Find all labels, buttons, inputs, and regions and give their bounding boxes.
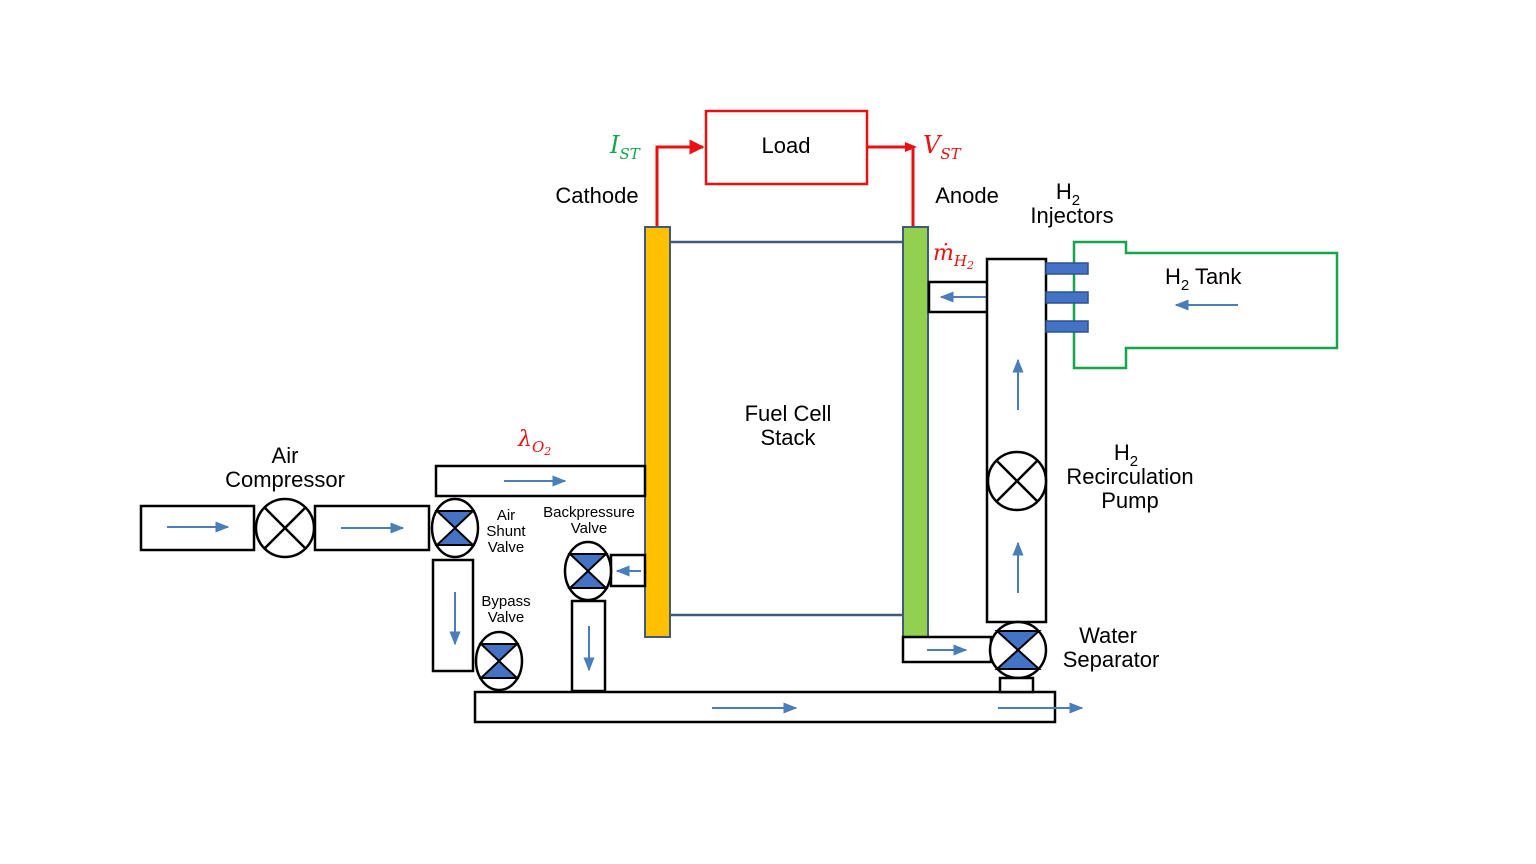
stack-label-line1: Fuel Cell — [745, 401, 832, 426]
current-wire — [655, 139, 705, 226]
h2-flow-label: ṁH2 — [933, 241, 974, 272]
bypass-valve-label-line1: Bypass — [481, 593, 530, 610]
anode-recirculation: H2 Recirculation Pump Water Separator — [901, 257, 1194, 694]
h2-injectors-label-line1: H2 — [1056, 179, 1080, 209]
recirculation-pump-label-line3: Pump — [1101, 488, 1158, 513]
stack-label-line2: Stack — [760, 425, 816, 450]
cathode-exhaust: Backpressure Valve — [543, 504, 647, 693]
voltage-label: VST — [923, 131, 962, 163]
electrical-circuit: Load IST VST — [609, 109, 962, 226]
h2-injectors-label-line2: Injectors — [1030, 203, 1113, 228]
anode-label: Anode — [935, 183, 999, 208]
air-compressor-label-line1: Air — [272, 443, 299, 468]
water-separator-label-line2: Separator — [1063, 647, 1160, 672]
load-label: Load — [762, 133, 811, 158]
air-shunt-valve-label-line1: Air — [497, 507, 515, 524]
hydrogen-supply: H2 Tank H2 Injectors — [1030, 179, 1339, 370]
h2-injector — [1045, 291, 1089, 304]
bypass-pipe — [431, 558, 475, 673]
exhaust-line — [473, 690, 1084, 724]
backpressure-valve-icon — [563, 540, 613, 602]
air-shunt-valve-label-line2: Shunt — [486, 523, 526, 540]
bypass-valve-label-line2: Valve — [488, 609, 524, 626]
oxygen-ratio-label: λO2 — [517, 427, 551, 458]
air-supply: Air Compressor λO2 Air Shunt Valve Bypas… — [139, 427, 647, 692]
recirculation-pump-label-line2: Recirculation — [1066, 464, 1193, 489]
air-compressor-icon — [254, 497, 316, 559]
recirculation-pump-icon — [986, 450, 1048, 512]
air-shunt-valve-label-line3: Valve — [488, 539, 524, 556]
load-box — [704, 109, 869, 186]
cathode-plate — [644, 226, 671, 638]
h2-injector — [1045, 262, 1089, 275]
voltage-arrowhead — [905, 142, 917, 152]
air-compressor-label-line2: Compressor — [225, 467, 345, 492]
current-label: IST — [609, 131, 641, 163]
recirculation-pump-label-line1: H2 — [1114, 440, 1138, 470]
backpressure-valve-label-line2: Valve — [571, 520, 607, 537]
h2-injector — [1045, 320, 1089, 333]
h2-tank-label: H2 Tank — [1165, 264, 1242, 294]
cathode-label: Cathode — [555, 183, 638, 208]
water-separator-icon — [988, 620, 1048, 680]
bypass-valve-icon — [474, 630, 524, 692]
air-shunt-valve-icon — [430, 497, 480, 559]
recirculation-pipe — [985, 257, 1048, 624]
fuel-cell-stack: Fuel Cell Stack Cathode Anode ṁH2 — [555, 183, 999, 638]
voltage-wire — [867, 145, 915, 226]
water-separator-label-line1: Water — [1079, 623, 1137, 648]
backpressure-valve-label-line1: Backpressure — [543, 504, 635, 521]
anode-plate — [902, 226, 929, 638]
water-drain-pipe — [998, 676, 1035, 694]
